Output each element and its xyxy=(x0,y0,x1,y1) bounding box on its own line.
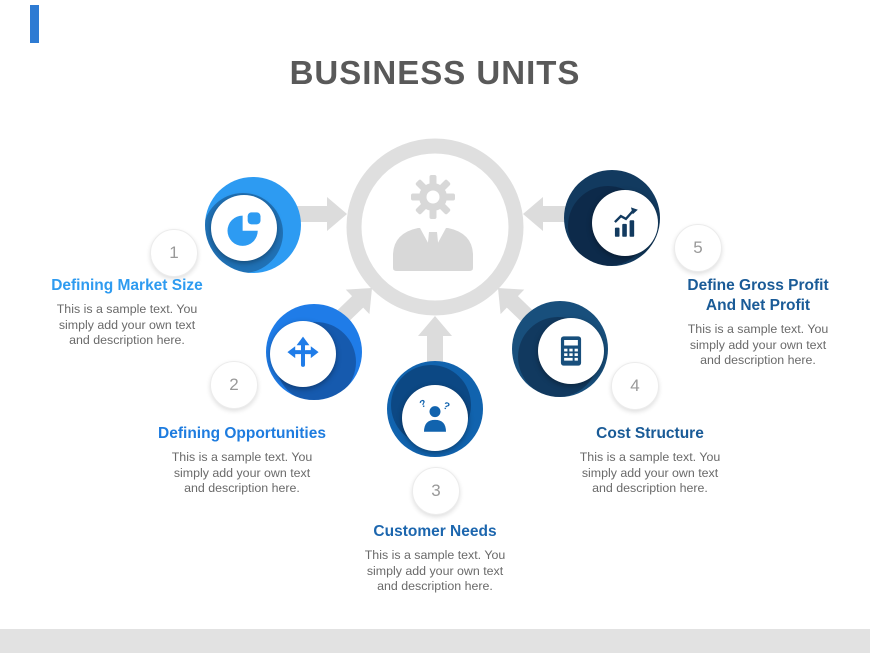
unit-icon-disc: ? ? xyxy=(402,385,468,451)
step-badge-2: 2 xyxy=(210,361,258,409)
body-line: and description here. xyxy=(592,481,708,496)
unit-icon-disc xyxy=(538,318,604,384)
text-block-gross-net-profit: Define Gross Profit And Net Profit This … xyxy=(658,276,858,369)
center-ring xyxy=(346,138,524,316)
unit-circle-cost-structure xyxy=(512,301,608,397)
directions-arrows-icon xyxy=(287,336,319,367)
block-body: This is a sample text. You simply add yo… xyxy=(335,548,535,595)
step-badge-4: 4 xyxy=(611,362,659,410)
arrow-up-icon xyxy=(418,316,452,386)
unit-circle-customer-needs: ? ? xyxy=(387,361,483,457)
manager-gear-icon xyxy=(393,175,473,271)
calculator-icon xyxy=(560,336,582,366)
unit-icon-disc xyxy=(270,321,336,387)
body-line: This is a sample text. You xyxy=(171,450,313,464)
body-line: simply add your own text xyxy=(58,317,196,332)
page-title: BUSINESS UNITS xyxy=(289,54,581,91)
body-line: simply add your own text xyxy=(173,465,311,480)
text-block-customer-needs: Customer Needs This is a sample text. Yo… xyxy=(335,522,535,595)
block-heading: Customer Needs xyxy=(373,523,497,540)
block-body: This is a sample text. You simply add yo… xyxy=(658,322,858,369)
body-line: and description here. xyxy=(377,579,493,594)
block-heading: Defining Opportunities xyxy=(158,425,326,442)
accent-bar xyxy=(30,5,39,43)
unit-circle-gross-net-profit xyxy=(564,170,660,266)
body-line: and description here. xyxy=(700,353,816,368)
customer-thinking-icon: ? ? xyxy=(418,398,451,432)
step-badge-5: 5 xyxy=(674,224,722,272)
svg-text:?: ? xyxy=(418,398,428,411)
body-line: This is a sample text. You xyxy=(687,322,829,336)
unit-circle-defining-market-size xyxy=(205,177,301,273)
step-badge-1: 1 xyxy=(150,229,198,277)
unit-icon-disc xyxy=(592,190,658,256)
block-body: This is a sample text. You simply add yo… xyxy=(142,450,342,497)
block-body: This is a sample text. You simply add yo… xyxy=(27,302,227,349)
bar-growth-icon xyxy=(614,207,638,237)
step-badge-3: 3 xyxy=(412,467,460,515)
block-body: This is a sample text. You simply add yo… xyxy=(550,450,750,497)
body-line: simply add your own text xyxy=(689,337,827,352)
block-heading: Defining Market Size xyxy=(51,277,203,294)
body-line: This is a sample text. You xyxy=(579,450,721,464)
text-block-defining-market-size: Defining Market Size This is a sample te… xyxy=(27,276,227,349)
block-heading: Define Gross Profit And Net Profit xyxy=(687,277,829,314)
block-heading: Cost Structure xyxy=(596,425,704,442)
footer-bar xyxy=(0,629,870,653)
unit-icon-disc xyxy=(211,195,277,261)
body-line: This is a sample text. You xyxy=(56,302,198,316)
pie-chart-icon xyxy=(227,212,261,246)
text-block-defining-opportunities: Defining Opportunities This is a sample … xyxy=(142,424,342,497)
svg-text:?: ? xyxy=(441,400,451,413)
body-line: and description here. xyxy=(69,333,185,348)
arrow-right-icon xyxy=(277,197,347,231)
text-block-cost-structure: Cost Structure This is a sample text. Yo… xyxy=(550,424,750,497)
unit-circle-defining-opportunities xyxy=(266,304,362,400)
body-line: and description here. xyxy=(184,481,300,496)
body-line: simply add your own text xyxy=(581,465,719,480)
body-line: simply add your own text xyxy=(366,563,504,578)
body-line: This is a sample text. You xyxy=(364,548,506,562)
arrow-left-icon xyxy=(523,197,593,231)
